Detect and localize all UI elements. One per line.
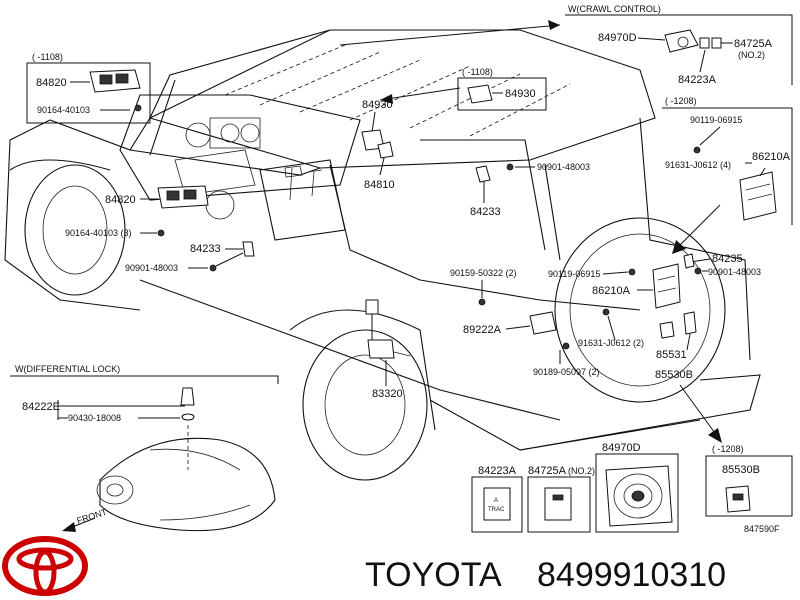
label-86210A-mid: 86210A bbox=[592, 285, 631, 297]
label-91631-top: 91631-J0612 (4) bbox=[665, 160, 731, 170]
label-84970D-bottom: 84970D bbox=[602, 442, 641, 454]
callout-83320: 83320 bbox=[365, 299, 411, 400]
spare-tire bbox=[554, 217, 726, 403]
callout-mid-cluster: 90159-50322 (2) 90119-06915 84235 90901-… bbox=[450, 253, 761, 381]
figure-code: 847590F bbox=[744, 524, 780, 534]
label-84233-right: 84233 bbox=[470, 206, 501, 218]
switch-text-a: A bbox=[494, 498, 498, 504]
label-84930-inset: 84930 bbox=[505, 88, 536, 100]
label-84930: 84930 bbox=[362, 99, 393, 111]
label-84820-inset: 84820 bbox=[36, 77, 67, 89]
label-84222E: 84222E bbox=[22, 401, 60, 413]
brand-name: TOYOTA bbox=[365, 556, 502, 594]
label-90189: 90189-05097 (2) bbox=[533, 367, 600, 377]
label-90430: 90430-18008 bbox=[68, 413, 121, 423]
switch-box-84970D: 84970D bbox=[595, 442, 679, 533]
label-90901-b: 90901-48003 bbox=[125, 263, 178, 273]
label-90164-inset: 90164-40103 bbox=[37, 105, 90, 115]
label-85531: 85531 bbox=[656, 349, 687, 361]
switch-box-85530B: ( -1208) 85530B 847590F bbox=[705, 444, 793, 534]
inset-84820: ( -1108) 84820 90164-40103 bbox=[26, 52, 151, 124]
date-1108-a: ( -1108) bbox=[32, 52, 63, 62]
switch-box-84725A: 84725A (NO.2) bbox=[527, 465, 595, 533]
switch-text-trac: TRAC bbox=[488, 507, 505, 513]
vehicle-outline bbox=[4, 20, 761, 481]
date-1208-a: ( -1208) bbox=[665, 96, 697, 106]
inset-84930: ( -1108) 84930 bbox=[457, 67, 547, 111]
callout-84930-84810: 84930 84810 bbox=[361, 99, 395, 191]
callout-84233-left: 84233 90901-48003 bbox=[125, 241, 255, 273]
rear-wheel bbox=[289, 309, 436, 481]
front-wheel bbox=[9, 159, 126, 296]
differential-lock-section: W(DIFFERENTIAL LOCK) 84222E 90430-18008 … bbox=[10, 364, 279, 532]
label-84820: 84820 bbox=[105, 194, 136, 206]
label-90901-a: 90901-48003 bbox=[537, 162, 590, 172]
label-85530B-bottom: 85530B bbox=[722, 464, 760, 476]
diff-lock-title: W(DIFFERENTIAL LOCK) bbox=[15, 364, 120, 374]
label-84725A-top: 84725A bbox=[734, 38, 773, 50]
label-no2-top: (NO.2) bbox=[738, 50, 765, 60]
label-84235: 84235 bbox=[712, 253, 743, 265]
label-no2-bottom: (NO.2) bbox=[568, 466, 595, 476]
label-89222A: 89222A bbox=[463, 324, 502, 336]
inset-86210A: ( -1208) 90119-06915 91631-J0612 (4) 862… bbox=[662, 96, 793, 225]
callout-84820-main: 84820 90164-40103 (3) bbox=[65, 185, 209, 238]
crawl-control-box: W(CRAWL CONTROL) 84970D 84725A (NO.2) 84… bbox=[565, 4, 793, 86]
date-1208-b: ( -1208) bbox=[712, 444, 744, 454]
label-84233-left: 84233 bbox=[190, 243, 221, 255]
callout-84233-right: 90901-48003 84233 bbox=[470, 162, 590, 218]
label-84223A-bottom: 84223A bbox=[478, 465, 517, 477]
front-label: FRONT bbox=[76, 507, 109, 526]
label-90119-mid: 90119-06915 bbox=[548, 269, 600, 279]
crawl-control-title: W(CRAWL CONTROL) bbox=[568, 4, 661, 14]
label-90119-top: 90119-06915 bbox=[690, 115, 742, 125]
toyota-logo bbox=[2, 536, 88, 596]
label-86210A-right: 86210A bbox=[752, 151, 791, 163]
label-85530B-mid: 85530B bbox=[655, 369, 693, 381]
switch-box-84223A: 84223A A TRAC bbox=[471, 465, 523, 533]
label-84223A-top: 84223A bbox=[678, 74, 717, 86]
label-90159: 90159-50322 (2) bbox=[450, 268, 517, 278]
label-84810: 84810 bbox=[364, 179, 395, 191]
label-90901-c: 90901-48003 bbox=[708, 267, 761, 277]
label-84725A-bottom: 84725A bbox=[528, 465, 567, 477]
label-83320: 83320 bbox=[372, 388, 403, 400]
label-84970D-top: 84970D bbox=[598, 32, 637, 44]
date-1108-b: ( -1108) bbox=[462, 67, 493, 77]
part-number: 8499910310 bbox=[537, 556, 726, 594]
label-90164: 90164-40103 (3) bbox=[65, 228, 132, 238]
label-91631-mid: 91631-J0612 (2) bbox=[578, 338, 644, 348]
